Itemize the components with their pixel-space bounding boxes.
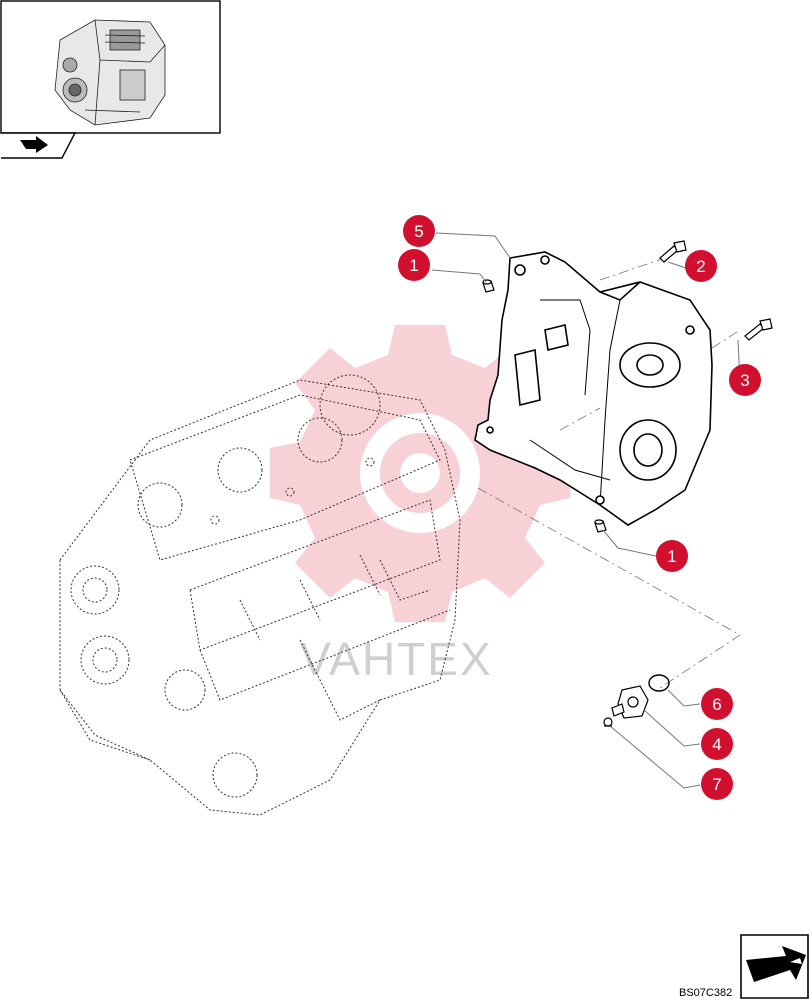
callout-badge [685,250,717,282]
callout-badge [398,249,430,281]
dowel-pin-top[interactable] [482,279,495,293]
callout-3[interactable]: 3 [729,364,761,396]
callout-1-bottom[interactable]: 1 [656,540,688,572]
watermark-text: VAHTEX [300,633,493,685]
callout-label: 6 [712,695,721,714]
sensor-4[interactable] [611,685,649,719]
screw-7[interactable] [603,717,613,727]
callout-label: 7 [712,775,721,794]
callout-1-top[interactable]: 1 [398,249,430,281]
callout-label: 5 [414,222,423,241]
callout-label: 1 [409,256,418,275]
callout-badge [403,215,435,247]
callout-7[interactable]: 7 [701,768,733,800]
callout-badge [701,768,733,800]
callout-2[interactable]: 2 [685,250,717,282]
engine-thumbnail-icon [54,19,166,126]
bolt-2[interactable] [659,240,687,263]
dowel-pin-bottom[interactable] [594,519,607,533]
drawing-code: BS07C382 [679,987,732,999]
callout-badge [729,364,761,396]
engine-thumbnail[interactable] [0,0,221,159]
engine-block [59,374,461,816]
callout-badge [701,688,733,720]
next-page-arrow-icon [746,946,806,982]
callout-6[interactable]: 6 [701,688,733,720]
callout-label: 3 [740,371,749,390]
callout-label: 1 [667,547,676,566]
arrow-right-icon [20,136,48,153]
o-ring-6[interactable] [648,674,670,692]
callout-label: 4 [712,735,721,754]
alignment-lines [477,257,741,689]
callout-label: 2 [696,257,705,276]
timing-cover[interactable] [474,251,713,526]
callout-4[interactable]: 4 [701,728,733,760]
leader-lines [431,232,741,789]
callout-5[interactable]: 5 [403,215,435,247]
next-page-button[interactable] [740,934,809,999]
bolt-3[interactable] [744,318,773,341]
callout-badge [701,728,733,760]
callout-badge [656,540,688,572]
